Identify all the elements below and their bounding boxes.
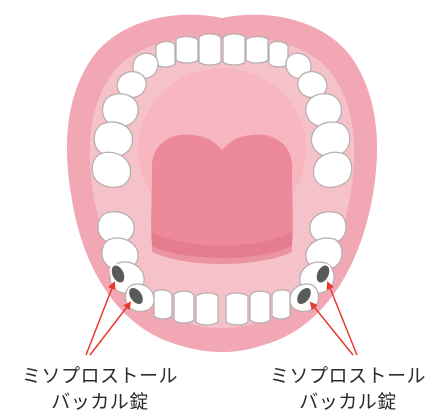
tooth [94,122,132,157]
tooth [313,152,351,187]
tooth [196,293,218,325]
label-left-line2: バッカル錠 [0,389,200,415]
tooth [250,291,270,323]
tooth [176,37,198,63]
tooth [223,34,245,65]
tongue [151,135,293,258]
label-left-line1: ミソプロストール [0,363,200,389]
tooth [92,152,130,187]
tooth [269,42,288,68]
tooth [246,37,268,63]
label-right-line1: ミソプロストール [248,363,445,389]
tooth [226,293,248,325]
tooth [154,290,172,319]
tooth [199,34,221,65]
arrow-right-upper [328,283,357,355]
tooth [311,122,349,157]
tooth [174,291,194,323]
tooth [272,290,290,319]
label-right-line2: バッカル錠 [248,389,445,415]
tooth [156,42,175,68]
label-left: ミソプロストール バッカル錠 [0,363,200,415]
label-right: ミソプロストール バッカル錠 [248,363,445,415]
arrow-left-upper [86,283,114,355]
